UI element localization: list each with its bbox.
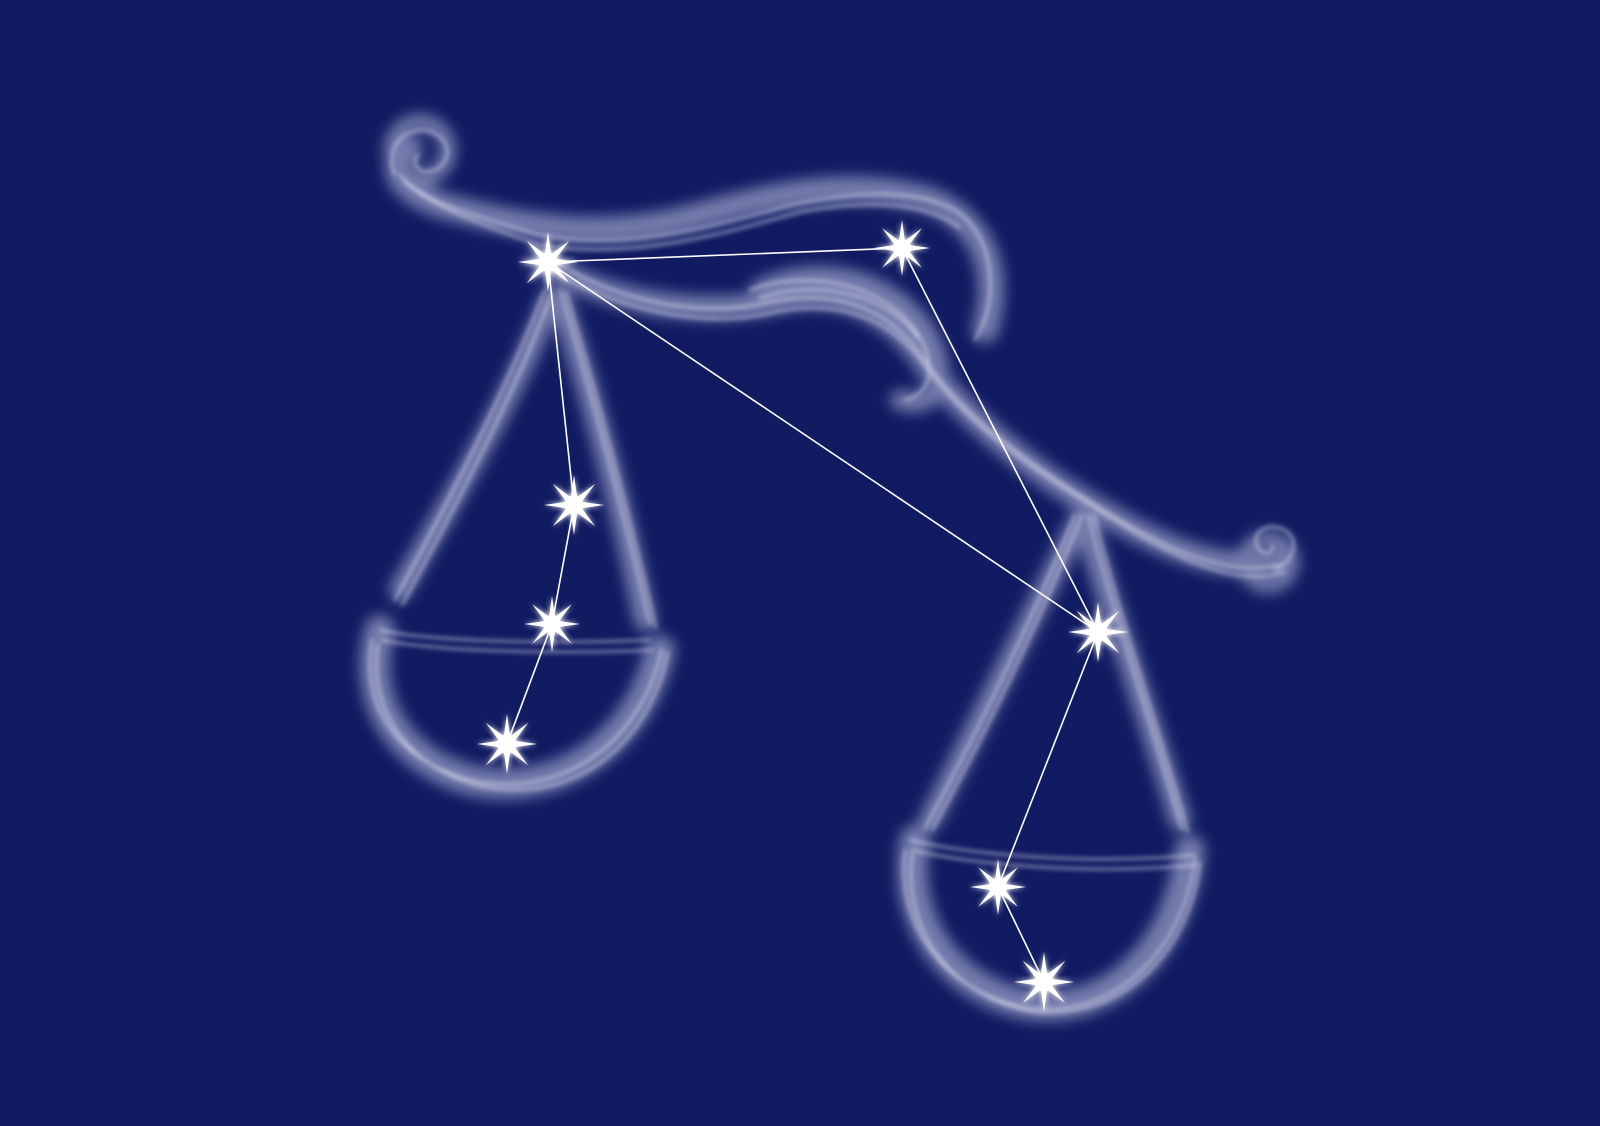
constellation-lines bbox=[506, 247, 1099, 983]
star-core bbox=[497, 734, 517, 754]
constellation-line bbox=[997, 631, 1099, 888]
constellation-line bbox=[547, 247, 903, 263]
star-core bbox=[893, 239, 911, 257]
constellation-line bbox=[506, 623, 553, 745]
star-core bbox=[564, 495, 584, 515]
star-core bbox=[989, 878, 1007, 896]
constellation-line bbox=[901, 247, 1099, 633]
constellation-line bbox=[551, 504, 575, 625]
scale-outline bbox=[368, 128, 1295, 1014]
constellation-line bbox=[547, 261, 1099, 633]
star-core bbox=[543, 615, 561, 633]
constellation-stars bbox=[477, 220, 1128, 1012]
star-core bbox=[1088, 622, 1108, 642]
constellation-line bbox=[997, 886, 1045, 983]
star-core bbox=[1034, 972, 1054, 992]
constellation-line bbox=[547, 261, 575, 506]
star-core bbox=[538, 252, 558, 272]
